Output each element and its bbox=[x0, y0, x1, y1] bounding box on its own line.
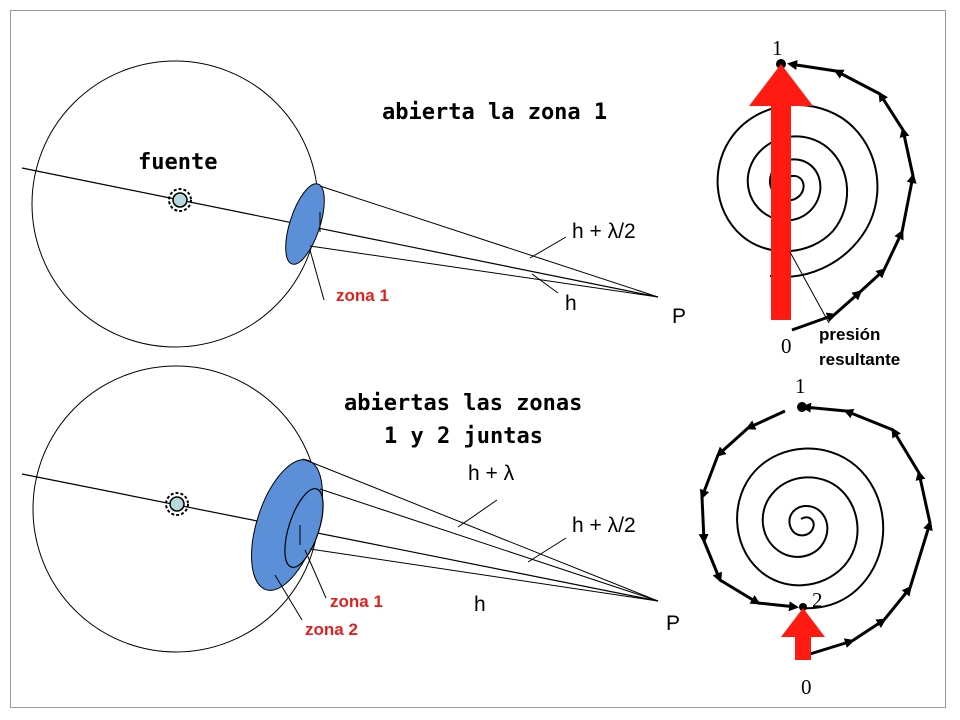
bottom-title-line2: 1 y 2 juntas bbox=[384, 424, 543, 449]
spiral-top-label-top: 1 bbox=[772, 36, 783, 60]
ray-longest-bottom bbox=[302, 458, 659, 602]
ray-mid-bottom bbox=[309, 548, 659, 602]
spiral-inner-top bbox=[716, 103, 879, 278]
path-label-short-top: h bbox=[565, 292, 577, 315]
zone-1-label-top: zona 1 bbox=[336, 286, 389, 305]
source-icon-top bbox=[168, 188, 192, 212]
bottom-title-line1: abiertas las zonas bbox=[344, 391, 582, 416]
top-title: abierta la zona 1 bbox=[382, 100, 607, 125]
spiral-zone2-dot-bottom bbox=[799, 603, 807, 611]
resultant-label-line2: resultante bbox=[819, 350, 900, 369]
leader-zone1-top bbox=[309, 249, 325, 301]
bottom-panel: abiertas las zonas 1 y 2 juntas h + λ h … bbox=[21, 365, 933, 699]
spiral-arrows-top bbox=[787, 60, 917, 332]
leader-longest-bottom bbox=[457, 499, 498, 528]
axis-line-top bbox=[21, 167, 659, 298]
point-label-top: P bbox=[672, 305, 686, 328]
leader-short-top bbox=[531, 273, 559, 294]
leader-zone1-bottom bbox=[304, 549, 327, 599]
resultant-label-line1: presión bbox=[819, 325, 880, 344]
path-label-short-bottom: h bbox=[474, 593, 486, 616]
leader-long-bottom bbox=[527, 537, 567, 563]
zone-1-disc-bottom bbox=[284, 488, 324, 568]
axis-line-bottom bbox=[21, 473, 659, 602]
zone-1-disc-top bbox=[285, 183, 325, 265]
spiral-bottom-label-bottom: 0 bbox=[801, 675, 812, 699]
point-label-bottom: P bbox=[666, 612, 680, 635]
ray-long-bottom bbox=[319, 488, 659, 602]
leader-zone2-bottom bbox=[274, 574, 303, 621]
path-label-longest-bottom: h + λ bbox=[468, 462, 515, 485]
resultant-arrow-head-top bbox=[749, 64, 813, 106]
spiral-bottom-label-top: 0 bbox=[781, 334, 792, 358]
path-label-long-top: h + λ/2 bbox=[572, 220, 636, 243]
top-panel: abierta la zona 1 fuente h + λ/2 h P zon… bbox=[21, 36, 917, 369]
resultant-arrow-shaft-top bbox=[771, 106, 791, 320]
vibration-spiral-top: 1 0 presión resultante bbox=[716, 36, 917, 369]
spiral-top-label-bottom: 1 bbox=[795, 374, 806, 398]
leader-resultant-top bbox=[789, 251, 830, 324]
spiral-mid-label-bottom: 2 bbox=[812, 588, 823, 612]
zone-1-label-bottom: zona 1 bbox=[330, 592, 383, 611]
resultant-arrow-head-bottom bbox=[781, 608, 825, 637]
slide-frame bbox=[10, 10, 946, 708]
zone-2-label-bottom: zona 2 bbox=[305, 620, 358, 639]
path-label-long-bottom: h + λ/2 bbox=[572, 514, 636, 537]
ray-mid-top bbox=[309, 245, 659, 298]
spiral-arrows-bottom bbox=[698, 402, 933, 656]
spiral-inner-bottom bbox=[736, 447, 885, 610]
zone-2-disc-bottom bbox=[251, 459, 323, 591]
source-icon-bottom bbox=[165, 492, 189, 516]
leader-long-top bbox=[529, 236, 567, 259]
ray-long-top bbox=[319, 185, 659, 298]
resultant-arrow-shaft-bottom bbox=[795, 636, 811, 660]
spiral-start-dot-bottom bbox=[797, 402, 807, 412]
vibration-spiral-bottom: 1 2 0 bbox=[698, 374, 933, 699]
source-label: fuente bbox=[138, 150, 217, 175]
